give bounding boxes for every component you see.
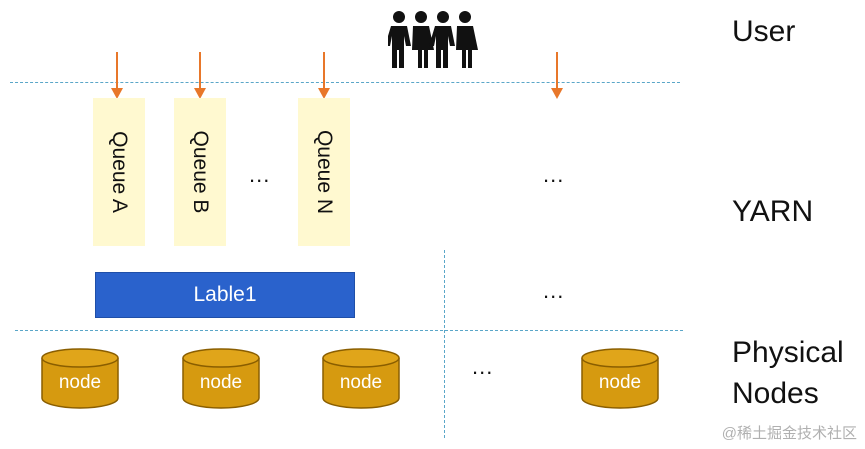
queue-n: Queue N (298, 98, 350, 246)
users-group-icon (388, 11, 478, 68)
layer-label-physical: Physical (732, 336, 844, 369)
arrow-down-icon (318, 52, 330, 99)
queue-a: Queue A (93, 98, 145, 246)
node-label: node (598, 372, 642, 393)
person-icon (456, 11, 478, 68)
layer-label-yarn: YARN (732, 195, 814, 228)
person-icon (388, 11, 411, 68)
layer-label-nodes: Nodes (732, 377, 819, 410)
yarn-physical-divider (15, 330, 683, 331)
node-label: node (199, 372, 243, 393)
queue-label: Queue N (313, 129, 336, 215)
node-cylinder: node (181, 348, 261, 410)
arrow-down-icon (194, 52, 206, 99)
node-label: node (339, 372, 383, 393)
cylinder-icon (182, 348, 260, 409)
user-yarn-divider (10, 82, 680, 83)
label-ellipsis: ... (543, 278, 565, 303)
watermark: @稀土掘金技术社区 (721, 425, 857, 442)
queue-label: Queue B (189, 130, 212, 214)
queue-b: Queue B (174, 98, 226, 246)
label-bar: Lable1 (95, 272, 355, 318)
queue-ellipsis-right: ... (543, 162, 565, 187)
arrow-down-icon (551, 52, 563, 99)
node-ellipsis: ... (472, 354, 494, 379)
person-icon (429, 11, 455, 68)
node-label: node (58, 372, 102, 393)
cylinder-icon (581, 348, 659, 409)
person-icon (412, 11, 434, 68)
node-cylinder: node (321, 348, 401, 410)
arrow-down-icon (111, 52, 123, 99)
queue-ellipsis: ... (249, 162, 271, 187)
cylinder-icon (41, 348, 119, 409)
node-cylinder: node (40, 348, 120, 410)
layer-label-user: User (732, 15, 796, 48)
queue-label: Queue A (108, 131, 131, 213)
cylinder-icon (322, 348, 400, 409)
vertical-divider (444, 250, 445, 438)
label-bar-text: Lable1 (193, 283, 257, 306)
node-cylinder: node (580, 348, 660, 410)
